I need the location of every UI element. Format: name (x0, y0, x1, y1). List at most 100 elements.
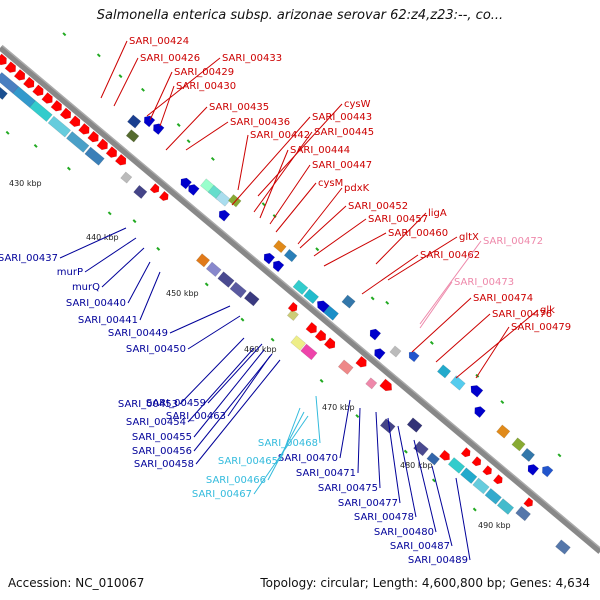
forward-gene-29[interactable] (217, 271, 235, 288)
forward-gene-49[interactable] (460, 467, 478, 484)
pseudo-gene-label[interactable]: SARI_00472 (483, 236, 543, 247)
forward-gene-5[interactable] (66, 131, 90, 153)
rna-gene-label[interactable]: SARI_00468 (258, 438, 318, 449)
reverse-gene-label[interactable]: SARI_00449 (108, 328, 168, 339)
reverse-gene-5[interactable] (178, 176, 192, 190)
forward-gene-28[interactable] (205, 261, 222, 277)
reverse-gene-33[interactable] (540, 464, 554, 478)
forward-gene-label[interactable]: SARI_00430 (176, 81, 236, 92)
forward-gene-55[interactable] (482, 465, 494, 477)
forward-gene-51[interactable] (484, 487, 502, 505)
rna-gene-label[interactable]: SARI_00466 (206, 475, 266, 486)
forward-gene-label[interactable]: cysM (318, 178, 343, 189)
forward-gene-label[interactable]: SARI_00443 (312, 112, 372, 123)
forward-gene-39[interactable] (337, 359, 354, 375)
forward-gene-8[interactable] (0, 86, 8, 100)
forward-gene-45[interactable] (413, 440, 429, 457)
reverse-gene-label[interactable]: murP (57, 267, 83, 278)
forward-gene-19[interactable] (87, 130, 101, 144)
forward-gene-36[interactable] (305, 321, 319, 335)
forward-gene-50[interactable] (472, 477, 490, 495)
forward-gene-6[interactable] (84, 146, 105, 166)
forward-gene-label[interactable]: SARI_00436 (230, 117, 290, 128)
reverse-gene-12[interactable] (261, 251, 276, 265)
rna-gene-label[interactable]: SARI_00467 (192, 489, 252, 500)
forward-gene-label[interactable]: SARI_00442 (250, 130, 310, 141)
reverse-gene-label[interactable]: SARI_00487 (390, 541, 450, 552)
reverse-gene-10[interactable] (216, 208, 231, 222)
reverse-gene-label[interactable]: SARI_00440 (66, 298, 126, 309)
reverse-gene-28[interactable] (472, 404, 486, 418)
forward-gene-57[interactable] (515, 505, 531, 522)
forward-gene-label[interactable]: gltX (459, 232, 479, 243)
forward-gene-27[interactable] (195, 253, 211, 268)
forward-gene-21[interactable] (105, 146, 119, 160)
reverse-gene-27[interactable] (468, 383, 484, 398)
forward-gene-46[interactable] (426, 452, 440, 466)
reverse-gene-30[interactable] (511, 437, 526, 452)
forward-gene-20[interactable] (96, 138, 110, 152)
reverse-gene-20[interactable] (341, 294, 356, 309)
forward-gene-41[interactable] (365, 377, 378, 390)
forward-gene-56[interactable] (492, 474, 504, 486)
reverse-gene-29[interactable] (496, 424, 511, 439)
forward-gene-9[interactable] (0, 53, 9, 67)
reverse-gene-15[interactable] (283, 248, 298, 263)
forward-gene-label[interactable]: SARI_00457 (368, 214, 428, 225)
forward-gene-35[interactable] (300, 343, 318, 361)
reverse-gene-3[interactable] (127, 114, 142, 129)
reverse-gene-2[interactable] (151, 121, 165, 136)
reverse-gene-24[interactable] (406, 349, 420, 363)
forward-gene-37[interactable] (314, 329, 328, 343)
reverse-gene-label[interactable]: SARI_00477 (338, 498, 398, 509)
forward-gene-53[interactable] (460, 447, 472, 459)
reverse-gene-26[interactable] (449, 375, 466, 391)
reverse-gene-label[interactable]: SARI_00480 (374, 527, 434, 538)
forward-gene-54[interactable] (471, 456, 483, 468)
forward-gene-48[interactable] (447, 457, 466, 474)
reverse-gene-31[interactable] (520, 447, 536, 462)
reverse-gene-17[interactable] (303, 288, 320, 304)
forward-gene-15[interactable] (50, 99, 64, 113)
forward-gene-22[interactable] (114, 153, 128, 167)
forward-gene-12[interactable] (23, 76, 36, 90)
reverse-gene-label[interactable]: murQ (72, 282, 100, 293)
forward-gene-label[interactable]: SARI_00476 (492, 309, 552, 320)
forward-gene-label[interactable]: SARI_00445 (314, 127, 374, 138)
reverse-gene-label[interactable]: SARI_00470 (278, 453, 338, 464)
forward-gene-label[interactable]: SARI_00435 (209, 102, 269, 113)
forward-gene-label[interactable]: SARI_00460 (388, 228, 448, 239)
reverse-gene-1[interactable] (142, 114, 156, 128)
reverse-gene-13[interactable] (271, 259, 285, 273)
forward-gene-30[interactable] (229, 281, 247, 299)
forward-gene-40[interactable] (355, 355, 369, 369)
forward-gene-label[interactable]: SARI_00433 (222, 53, 282, 64)
forward-gene-label[interactable]: SARI_00452 (348, 201, 408, 212)
forward-gene-23[interactable] (120, 171, 133, 184)
forward-gene-26[interactable] (158, 190, 170, 202)
forward-gene-label[interactable]: glk (540, 305, 555, 316)
forward-gene-31[interactable] (243, 291, 260, 307)
forward-gene-52[interactable] (496, 498, 515, 515)
reverse-gene-label[interactable]: SARI_00458 (134, 459, 194, 470)
forward-gene-58[interactable] (523, 497, 535, 508)
forward-gene-label[interactable]: SARI_00479 (511, 322, 571, 333)
forward-gene-label[interactable]: SARI_00447 (312, 160, 372, 171)
forward-gene-59[interactable] (555, 539, 571, 555)
forward-gene-24[interactable] (133, 184, 148, 199)
forward-gene-label[interactable]: cysW (344, 99, 371, 110)
forward-gene-label[interactable]: SARI_00429 (174, 67, 234, 78)
pseudo-gene-label[interactable]: SARI_00473 (454, 277, 514, 288)
forward-gene-42[interactable] (379, 378, 395, 394)
forward-gene-13[interactable] (32, 84, 46, 98)
forward-gene-44[interactable] (406, 417, 423, 433)
reverse-gene-14[interactable] (273, 239, 287, 254)
forward-gene-17[interactable] (68, 115, 82, 129)
reverse-gene-32[interactable] (525, 462, 540, 476)
forward-gene-43[interactable] (379, 418, 396, 434)
reverse-gene-25[interactable] (436, 364, 452, 379)
forward-gene-label[interactable]: SARI_00474 (473, 293, 533, 304)
reverse-gene-label[interactable]: SARI_00455 (132, 432, 192, 443)
forward-gene-32[interactable] (286, 308, 299, 321)
